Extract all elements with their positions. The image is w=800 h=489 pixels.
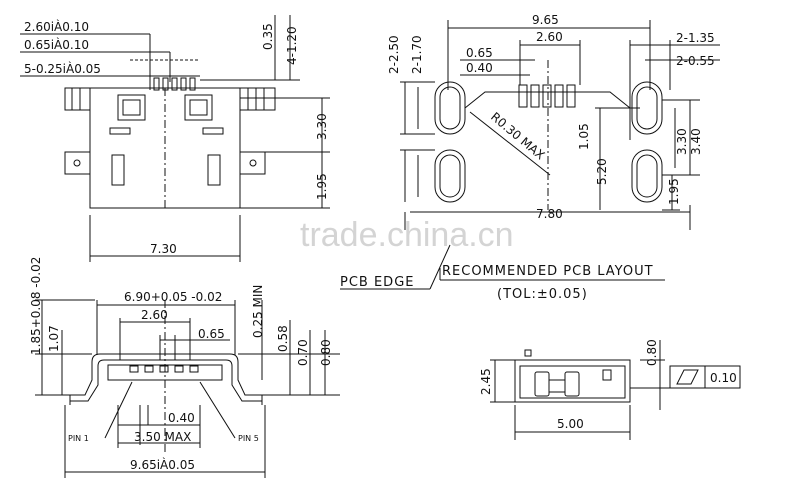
dim-label: 2.60iÀ0.10: [24, 19, 89, 34]
dim-label: 2-0.55: [676, 54, 715, 68]
dim-label: R0.30 MAX: [488, 110, 547, 163]
dim-label: 7.80: [536, 207, 563, 221]
dim-label: 0.25 MIN: [251, 285, 265, 338]
tolerance-note: (TOL:±0.05): [497, 287, 588, 302]
dim-label: 7.30: [150, 242, 177, 256]
dim-label: 3.40: [689, 128, 703, 155]
dim-label: 2.60: [536, 30, 563, 44]
side-view: [490, 340, 741, 440]
dim-label: 0.70: [296, 339, 310, 366]
dim-label: 5.00: [557, 417, 584, 431]
dim-label: 0.40: [168, 411, 195, 425]
dim-label: 0.65iÀ0.10: [24, 37, 89, 52]
dim-label: 6.90+0.05 -0.02: [124, 290, 222, 304]
front-view: [35, 299, 340, 478]
dim-label: 2-1.35: [676, 31, 715, 45]
dim-label: 2.60: [141, 308, 168, 322]
dim-label: 2-2.50: [387, 35, 401, 74]
pcb-edge-label: PCB EDGE: [340, 275, 414, 290]
dim-label: 1.05: [577, 123, 591, 150]
top-view: [20, 15, 330, 262]
dim-label: 9.65iÀ0.05: [130, 457, 195, 472]
watermark-text: trade.china.cn: [300, 216, 514, 254]
dim-label: 0.80: [319, 339, 333, 366]
dim-label: 1.85+0.08 -0.02: [29, 257, 43, 355]
dim-label: 4-1.20: [285, 26, 299, 65]
dim-label: 0.80: [645, 339, 659, 366]
flatness-value: 0.10: [710, 371, 737, 385]
dim-label: 0.35: [261, 23, 275, 50]
dim-label: 1.95: [315, 173, 329, 200]
dim-label: 3.30: [675, 128, 689, 155]
dim-label: 2-1.70: [410, 35, 424, 74]
dim-label: 3.30: [315, 113, 329, 140]
dim-label: 1.07: [47, 325, 61, 352]
pin1-label: PIN 1: [68, 434, 89, 443]
dim-label: 0.65: [198, 327, 225, 341]
dim-label: 0.65: [466, 46, 493, 60]
pin5-label: PIN 5: [238, 434, 259, 443]
dim-label: 1.95: [667, 178, 681, 205]
dim-label: 9.65: [532, 13, 559, 27]
dim-label: 3.50 MAX: [134, 430, 191, 444]
pcb-layout-view: [340, 20, 720, 290]
dim-label: 0.40: [466, 61, 493, 75]
dim-label: 2.45: [479, 368, 493, 395]
dim-label: 5.20: [595, 158, 609, 185]
dim-label: 0.58: [276, 325, 290, 352]
dim-label: 5-0.25iÀ0.05: [24, 61, 101, 76]
layout-title: RECOMMENDED PCB LAYOUT: [442, 264, 654, 279]
